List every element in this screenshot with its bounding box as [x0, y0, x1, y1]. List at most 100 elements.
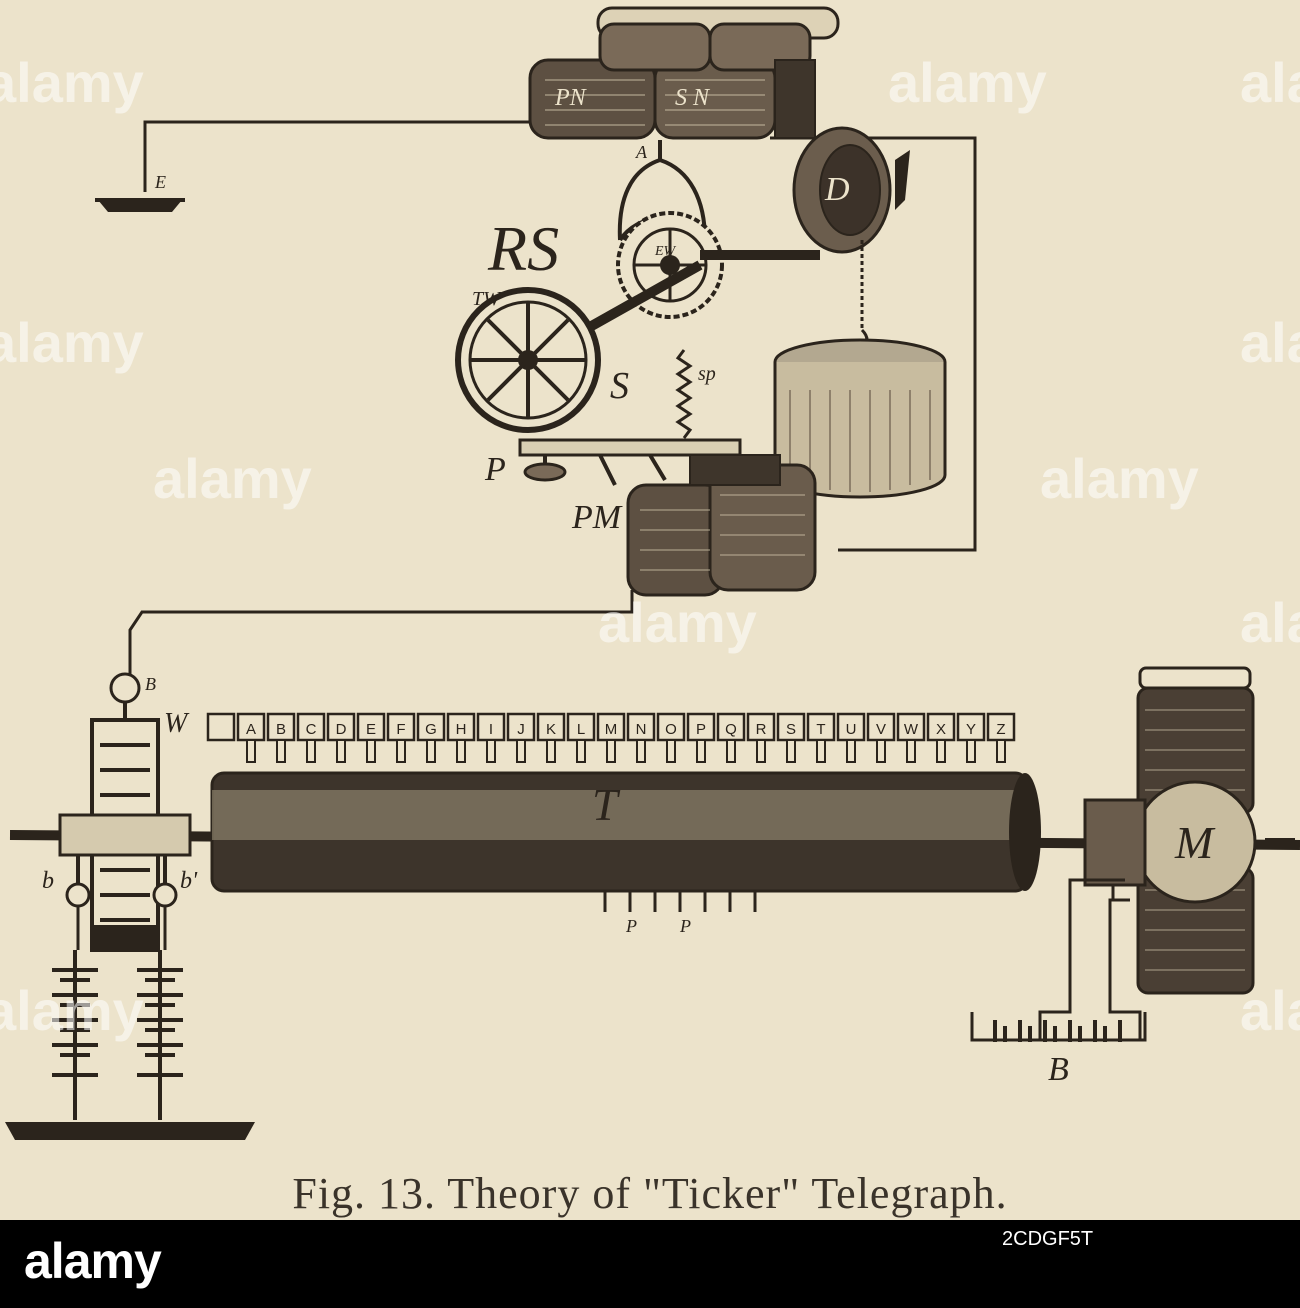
letter-key-stem: [486, 739, 496, 763]
letter-key-label: J: [517, 721, 525, 738]
letter-key-box: [836, 712, 866, 742]
letter-key-label: S: [786, 721, 796, 738]
letter-key-label: I: [489, 721, 493, 738]
line-wire: [128, 590, 634, 675]
letter-key: O: [656, 712, 686, 763]
label-pn: PN: [554, 85, 588, 111]
label-pin-1: P: [625, 916, 637, 936]
letter-key-label: K: [546, 721, 556, 738]
letter-key: I: [476, 712, 506, 763]
letter-key: R: [746, 712, 776, 763]
letter-key-stem: [996, 739, 1006, 763]
label-binding-post: B: [145, 674, 156, 694]
letter-key-label: X: [936, 721, 946, 738]
letter-key-stem: [336, 739, 346, 763]
letter-key-stem: [396, 739, 406, 763]
shaft-collar: [58, 813, 192, 857]
letter-key: D: [326, 712, 356, 763]
weight-drum: [700, 126, 910, 260]
brushes: [65, 855, 178, 950]
letter-key-stem: [456, 739, 466, 763]
printing-magnet: [626, 454, 817, 597]
letter-key-box: [806, 712, 836, 742]
letter-key-stem: [756, 739, 766, 763]
letter-key-stem: [936, 739, 946, 763]
letter-key-label: Z: [996, 721, 1005, 738]
letter-key-label: N: [636, 721, 647, 738]
letter-key-stem: [786, 739, 796, 763]
letter-key-stem: [516, 739, 526, 763]
letter-key: B: [266, 712, 296, 763]
letter-key-label: L: [577, 721, 585, 738]
svg-text:alamy: alamy: [1240, 979, 1300, 1042]
letter-key-box: [476, 712, 506, 742]
letter-key-label: G: [425, 721, 437, 738]
letter-key: K: [536, 712, 566, 763]
letter-key-label: W: [904, 721, 919, 738]
letter-key-label: M: [605, 721, 618, 738]
letter-key-box: [926, 712, 956, 742]
label-tw: TW: [472, 288, 502, 310]
label-w: W: [164, 708, 190, 739]
letter-key-box: [986, 712, 1016, 742]
letter-key-box: [716, 712, 746, 742]
earth-wire: [143, 120, 530, 192]
letter-key-label: T: [816, 721, 825, 738]
letter-key-stem: [906, 739, 916, 763]
letter-key-label: O: [665, 721, 677, 738]
label-pm: PM: [571, 499, 623, 536]
letter-key-stem: [246, 739, 256, 763]
letter-key: G: [416, 712, 446, 763]
letter-key: N: [626, 712, 656, 763]
svg-text:alamy: alamy: [0, 979, 144, 1042]
letter-key-stem: [966, 739, 976, 763]
letter-key-label: R: [756, 721, 767, 738]
letter-key: A: [236, 712, 266, 763]
label-p: P: [484, 451, 506, 488]
letter-key-box: [326, 712, 356, 742]
polarized-magnets: [528, 6, 840, 140]
svg-text:alamy: alamy: [153, 447, 312, 510]
letter-key-label: F: [396, 721, 405, 738]
label-type-drum: T: [592, 779, 621, 830]
label-pin-2: P: [679, 916, 691, 936]
letter-key-stem: [696, 739, 706, 763]
letter-key: C: [296, 712, 326, 763]
letter-key: S: [776, 712, 806, 763]
letter-key: V: [866, 712, 896, 763]
letter-key-stem: [546, 739, 556, 763]
label-brush-left: b: [42, 868, 54, 894]
letter-key: J: [506, 712, 536, 763]
batteries: [5, 950, 255, 1140]
letter-key: Y: [956, 712, 986, 763]
letter-key-label: A: [246, 721, 256, 738]
svg-text:alamy: alamy: [1240, 51, 1300, 114]
driving-weight: [773, 240, 947, 499]
letter-key-box: [656, 712, 686, 742]
image-id: 2CDGF5T: [1002, 1228, 1094, 1250]
letter-key-stem: [876, 739, 886, 763]
letter-key-box: [956, 712, 986, 742]
letter-key: M: [596, 712, 626, 763]
watermark-layer: alamy alamy alamy alamy alamy alamy alam…: [0, 51, 1300, 1042]
letter-key-label: B: [276, 721, 286, 738]
label-d: D: [824, 171, 850, 208]
figure-caption: Fig. 13. Theory of "Ticker" Telegraph.: [292, 1169, 1008, 1218]
letter-key-label: D: [336, 721, 347, 738]
letter-key-stem: [816, 739, 826, 763]
letter-key-blank: [206, 712, 236, 742]
letter-key-stem: [306, 739, 316, 763]
letter-key-label: U: [846, 721, 857, 738]
svg-text:alamy: alamy: [0, 311, 144, 374]
letter-key-label: C: [306, 721, 317, 738]
label-a: A: [635, 142, 648, 162]
letter-key-label: H: [456, 721, 467, 738]
letter-key: P: [686, 712, 716, 763]
letter-key: W: [896, 712, 926, 763]
earth-plate: [95, 198, 185, 212]
letter-key-box: [626, 712, 656, 742]
letter-key: L: [566, 712, 596, 763]
letter-key: Q: [716, 712, 746, 763]
